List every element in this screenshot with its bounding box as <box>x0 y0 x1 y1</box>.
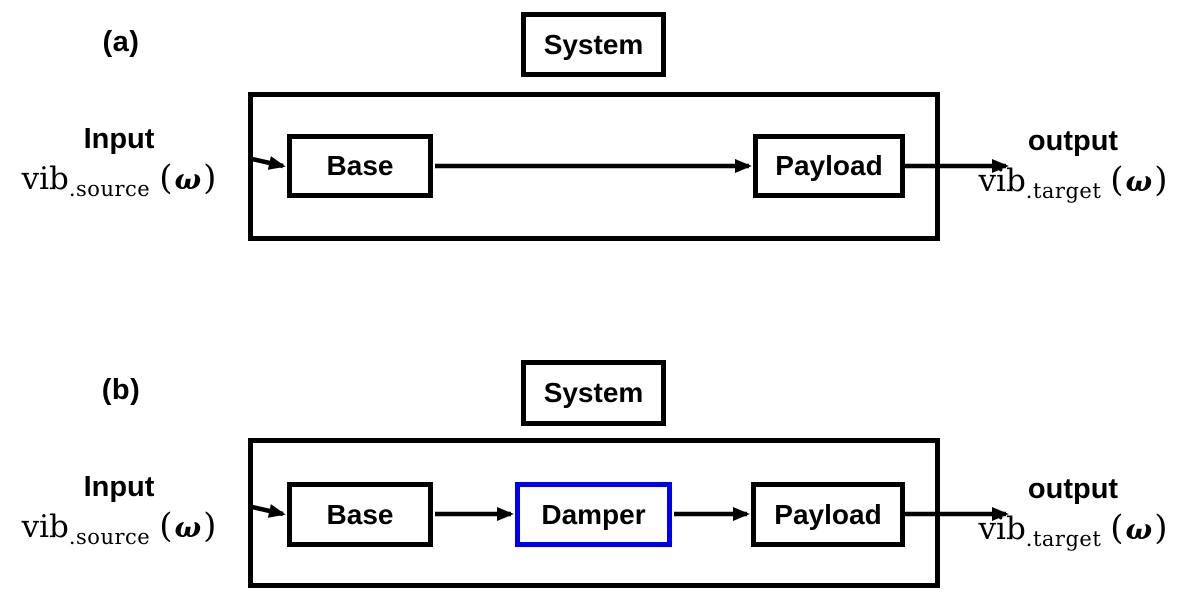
output-title-b: output <box>1027 473 1119 505</box>
input-label-a: Input vib.source (ω) <box>0 122 238 211</box>
system-boundary-b <box>248 438 940 588</box>
damper-box-b-label: Damper <box>541 498 646 530</box>
base-box-a: Base <box>287 134 433 198</box>
input-signal-a-base: vib <box>21 161 69 197</box>
output-signal-b-paren-open: ( <box>1110 508 1124 548</box>
output-signal-b-base: vib <box>978 511 1026 547</box>
output-signal-b-paren-close: ) <box>1154 508 1168 548</box>
payload-box-b: Payload <box>751 482 905 547</box>
base-box-b-label: Base <box>326 498 394 530</box>
system-box-b-label: System <box>543 377 644 408</box>
system-box-b: System <box>521 360 666 426</box>
input-signal-b: vib.source (ω) <box>0 504 238 559</box>
output-signal-b-subscript: .target <box>1025 527 1102 551</box>
input-label-b: Input vib.source (ω) <box>0 470 238 559</box>
base-box-a-label: Base <box>326 150 394 181</box>
panel-a-label: (a) <box>102 26 140 58</box>
output-signal-a: vib.target (ω) <box>948 158 1198 213</box>
output-label-b: output vib.target (ω) <box>948 472 1198 561</box>
input-signal-b-subscript: .source <box>68 525 151 549</box>
input-title-a: Input <box>83 123 155 155</box>
output-signal-a-subscript: .target <box>1025 179 1102 203</box>
damper-box-b: Damper <box>515 482 672 547</box>
base-box-b: Base <box>287 482 433 547</box>
input-signal-b-base: vib <box>21 509 69 545</box>
output-title-a: output <box>1027 125 1119 157</box>
system-boundary-a <box>248 92 940 241</box>
system-box-a: System <box>521 12 666 77</box>
payload-box-b-label: Payload <box>774 498 882 530</box>
input-signal-b-paren-close: ) <box>203 506 217 546</box>
system-box-a-label: System <box>543 28 644 60</box>
input-signal-a-paren-close: ) <box>203 158 217 198</box>
payload-box-a: Payload <box>753 134 905 198</box>
panel-b-label: (b) <box>101 374 141 406</box>
input-signal-a-omega: ω <box>174 163 202 196</box>
input-signal-a-subscript: .source <box>68 177 151 201</box>
input-signal-b-paren-open: ( <box>159 506 173 546</box>
input-signal-a: vib.source (ω) <box>0 156 238 211</box>
output-label-a: output vib.target (ω) <box>948 124 1198 213</box>
output-signal-b: vib.target (ω) <box>948 506 1198 561</box>
output-signal-a-base: vib <box>978 163 1026 199</box>
input-signal-b-omega: ω <box>174 511 202 544</box>
output-signal-a-paren-open: ( <box>1110 160 1124 200</box>
output-signal-a-omega: ω <box>1125 165 1153 198</box>
output-signal-b-omega: ω <box>1125 513 1153 546</box>
input-title-b: Input <box>83 471 155 503</box>
output-signal-a-paren-close: ) <box>1154 160 1168 200</box>
payload-box-a-label: Payload <box>775 150 883 181</box>
input-signal-a-paren-open: ( <box>159 158 173 198</box>
